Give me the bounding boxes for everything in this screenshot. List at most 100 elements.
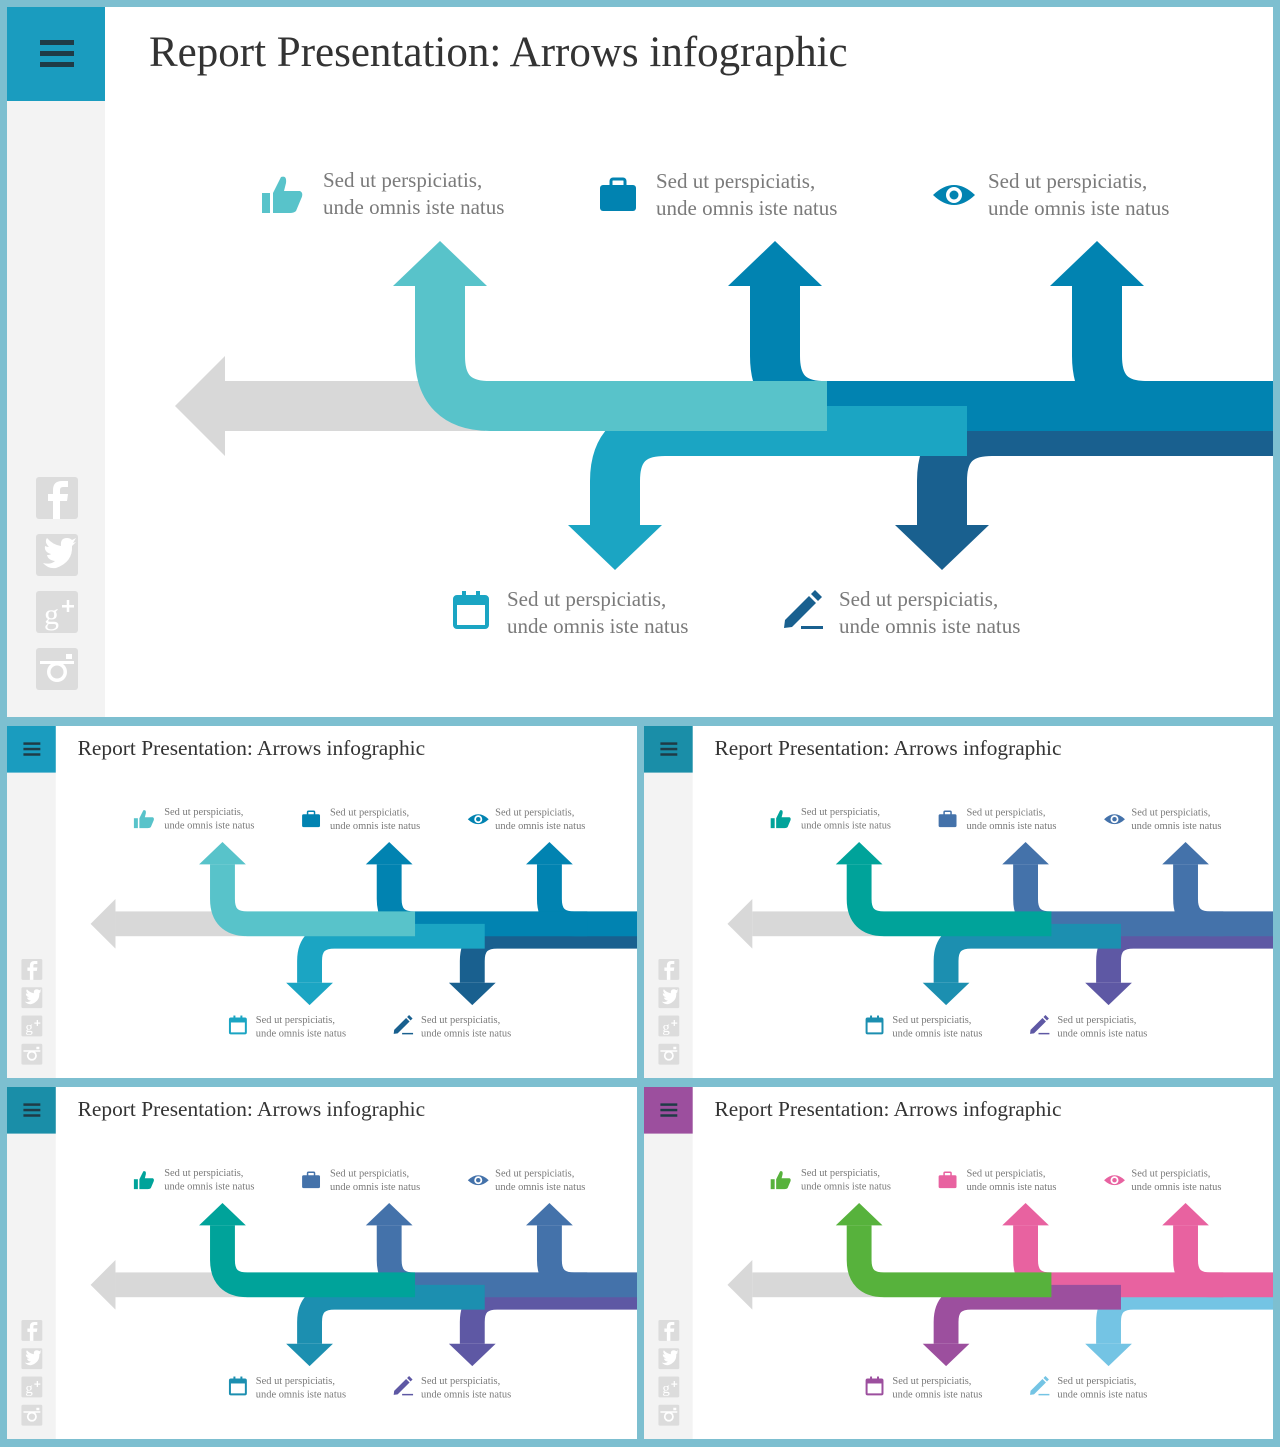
menu-icon[interactable]	[23, 1103, 41, 1117]
caption-line-2: unde omnis iste natus	[988, 196, 1169, 220]
item-caption: Sed ut perspiciatis,unde omnis iste natu…	[164, 1168, 254, 1192]
facebook-icon[interactable]	[36, 477, 78, 519]
caption-line-1: Sed ut perspiciatis,	[330, 1169, 409, 1180]
instagram-icon[interactable]	[21, 1043, 43, 1065]
item-caption: Sed ut perspiciatis,unde omnis iste natu…	[164, 807, 254, 831]
pencil-icon	[1030, 1015, 1050, 1035]
caption-line-2: unde omnis iste natus	[801, 821, 891, 832]
caption-line-2: unde omnis iste natus	[256, 1028, 346, 1039]
caption-line-1: Sed ut perspiciatis,	[323, 168, 482, 192]
eye-icon	[933, 185, 975, 205]
twitter-icon[interactable]	[36, 534, 78, 576]
item-caption: Sed ut perspiciatis,unde omnis iste natu…	[330, 808, 420, 832]
slide-title: Report Presentation: Arrows infographic	[78, 1097, 425, 1121]
google-plus-icon[interactable]: g	[21, 1015, 43, 1037]
google-plus-icon[interactable]: g	[36, 591, 78, 633]
caption-line-2: unde omnis iste natus	[966, 1182, 1056, 1193]
google-plus-icon[interactable]: g	[21, 1376, 43, 1398]
item-caption: Sed ut perspiciatis,unde omnis iste natu…	[988, 169, 1169, 220]
twitter-icon[interactable]	[21, 1348, 43, 1370]
down-arrow-1	[568, 406, 967, 570]
google-plus-icon[interactable]: g	[658, 1376, 680, 1398]
up-arrow-1	[393, 241, 827, 431]
down-arrow-1	[922, 923, 1121, 1006]
arrows-diagram: Sed ut perspiciatis, unde omnis iste natu…	[175, 168, 1273, 638]
slide-canvas: Report Presentation: Arrows infographic …	[7, 1087, 637, 1439]
arrows-diagram: Sed ut perspiciatis, unde omnis iste natu…	[90, 807, 637, 1039]
item-caption: Sed ut perspiciatis,unde omnis iste natu…	[892, 1376, 982, 1400]
briefcase-icon	[600, 177, 636, 211]
briefcase-icon	[938, 810, 957, 828]
twitter-icon[interactable]	[658, 1348, 680, 1370]
instagram-icon[interactable]	[36, 648, 78, 690]
caption-line-1: Sed ut perspiciatis,	[421, 1015, 500, 1026]
item-caption: Sed ut perspiciatis, unde omnis iste natu…	[323, 168, 504, 219]
instagram-icon[interactable]	[658, 1043, 680, 1065]
google-plus-icon[interactable]: g	[658, 1015, 680, 1037]
caption-line-1: Sed ut perspiciatis,	[421, 1376, 500, 1387]
briefcase-icon	[302, 810, 321, 828]
up-arrow-1	[835, 842, 1052, 937]
down-arrow-1	[286, 923, 485, 1006]
down-arrow-1	[922, 1284, 1121, 1367]
item-caption: Sed ut perspiciatis,unde omnis iste natu…	[1131, 808, 1221, 832]
slide-canvas: Report Presentation: Arrows infographic …	[7, 726, 637, 1078]
eye-icon	[467, 814, 489, 825]
slide-content: Report Presentation: Arrows infographic …	[7, 7, 1273, 717]
menu-icon[interactable]	[23, 742, 41, 756]
menu-icon[interactable]	[660, 1103, 678, 1117]
calendar-icon	[228, 1015, 247, 1035]
slide-variant-2: Report Presentation: Arrows infographic …	[644, 726, 1273, 1078]
menu-icon[interactable]	[40, 40, 74, 67]
caption-line-1: Sed ut perspiciatis,	[1057, 1376, 1136, 1387]
item-caption: Sed ut perspiciatis,unde omnis iste natu…	[495, 1169, 585, 1193]
caption-line-2: unde omnis iste natus	[507, 614, 688, 638]
caption-line-2: unde omnis iste natus	[421, 1389, 511, 1400]
twitter-icon[interactable]	[21, 987, 43, 1009]
caption-line-1: Sed ut perspiciatis,	[839, 587, 998, 611]
eye-icon	[1104, 1175, 1125, 1186]
svg-text:g: g	[25, 1020, 33, 1036]
briefcase-icon	[302, 1171, 321, 1189]
caption-line-2: unde omnis iste natus	[892, 1389, 982, 1400]
thumbs-up-icon	[770, 810, 791, 829]
facebook-icon[interactable]	[658, 959, 680, 980]
caption-line-1: Sed ut perspiciatis,	[164, 807, 243, 818]
item-caption: Sed ut perspiciatis,unde omnis iste natu…	[892, 1015, 982, 1039]
pencil-icon	[393, 1015, 414, 1035]
thumbs-up-icon	[262, 176, 303, 213]
caption-line-1: Sed ut perspiciatis,	[256, 1376, 335, 1387]
item-caption: Sed ut perspiciatis, unde omnis iste natu…	[507, 587, 688, 638]
slide-content: Report Presentation: Arrows infographic …	[644, 726, 1273, 1078]
caption-line-1: Sed ut perspiciatis,	[507, 587, 666, 611]
twitter-icon[interactable]	[658, 987, 680, 1009]
briefcase-icon	[938, 1171, 957, 1189]
caption-line-2: unde omnis iste natus	[164, 1182, 254, 1193]
item-caption: Sed ut perspiciatis,unde omnis iste natu…	[1131, 1169, 1221, 1193]
caption-line-1: Sed ut perspiciatis,	[656, 169, 815, 193]
facebook-icon[interactable]	[21, 959, 43, 980]
pencil-icon	[784, 590, 823, 629]
slide-title: Report Presentation: Arrows infographic	[149, 29, 848, 76]
menu-icon[interactable]	[660, 742, 678, 756]
item-caption: Sed ut perspiciatis,unde omnis iste natu…	[801, 807, 891, 831]
caption-line-1: Sed ut perspiciatis,	[1131, 1169, 1210, 1180]
instagram-icon[interactable]	[21, 1404, 43, 1426]
caption-line-2: unde omnis iste natus	[1131, 821, 1221, 832]
facebook-icon[interactable]	[21, 1320, 43, 1341]
item-caption: Sed ut perspiciatis,unde omnis iste natu…	[421, 1015, 511, 1039]
facebook-icon[interactable]	[658, 1320, 680, 1341]
caption-line-2: unde omnis iste natus	[656, 196, 837, 220]
caption-line-2: unde omnis iste natus	[323, 195, 504, 219]
instagram-icon[interactable]	[658, 1404, 680, 1426]
caption-line-2: unde omnis iste natus	[839, 614, 1020, 638]
calendar-icon	[228, 1376, 247, 1396]
caption-line-1: Sed ut perspiciatis,	[495, 808, 574, 819]
slide-main: Report Presentation: Arrows infographic …	[7, 7, 1273, 717]
arrows-diagram: Sed ut perspiciatis, unde omnis iste natu…	[90, 1168, 637, 1400]
slide-canvas: Report Presentation: Arrows infographic …	[644, 726, 1273, 1078]
slide-title: Report Presentation: Arrows infographic	[715, 736, 1062, 760]
item-caption: Sed ut perspiciatis, unde omnis iste natu…	[421, 1376, 511, 1400]
up-arrow-1	[835, 1203, 1052, 1298]
item-caption: Sed ut perspiciatis,unde omnis iste natu…	[801, 1168, 891, 1192]
